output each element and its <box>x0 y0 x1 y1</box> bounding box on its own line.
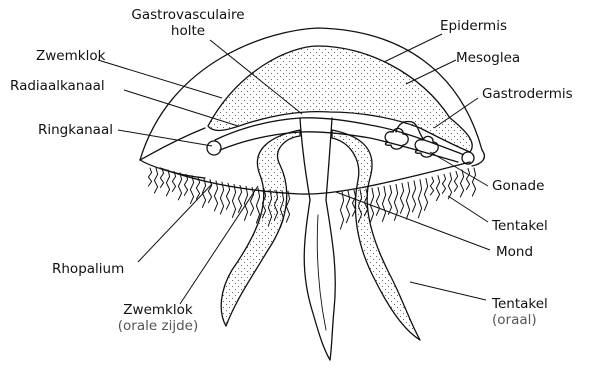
marginal-tentacle <box>448 173 451 199</box>
label-gastrovascular-line2: holte <box>118 23 258 39</box>
marginal-tentacle <box>454 171 457 191</box>
marginal-tentacle <box>190 176 193 204</box>
marginal-tentacle <box>160 169 163 188</box>
leader-ringkanaal <box>118 130 212 146</box>
label-mond: Mond <box>496 244 533 260</box>
label-zwemklok-bottom-sub: (orale zijde) <box>88 318 228 334</box>
marginal-tentacle <box>166 170 169 196</box>
marginal-tentacle <box>340 191 343 229</box>
oral-arm-right <box>332 130 420 340</box>
marginal-tentacle <box>412 181 415 212</box>
marginal-tentacle <box>442 174 445 193</box>
label-zwemklok-bottom-line1: Zwemklok <box>88 302 228 318</box>
leader-tentakel <box>448 196 488 222</box>
marginal-tentacle <box>184 174 187 195</box>
leader-gonade <box>430 152 488 186</box>
marginal-tentacle <box>208 180 211 203</box>
label-tentakel-oraal-sub: (oraal) <box>492 312 548 328</box>
label-mesoglea: Mesoglea <box>456 50 520 66</box>
marginal-tentacle <box>388 185 391 214</box>
marginal-tentacle <box>178 173 181 200</box>
marginal-tentacle <box>220 182 223 214</box>
marginal-tentacle <box>148 168 151 186</box>
marginal-tentacle <box>472 168 475 196</box>
ringkanaal-bulb <box>207 141 221 155</box>
leader-tentakel-oraal <box>410 282 486 300</box>
leader-zwemklok-top <box>98 60 222 98</box>
label-radiaalkanaal: Radiaalkanaal <box>10 78 105 94</box>
marginal-tentacle <box>418 180 421 218</box>
label-zwemklok-bottom: Zwemklok (orale zijde) <box>88 302 228 334</box>
marginal-tentacle <box>424 178 427 210</box>
label-gastrovascular-line1: Gastrovasculaire <box>118 7 258 23</box>
marginal-tentacle <box>346 191 349 223</box>
marginal-tentacle <box>214 181 217 211</box>
label-rhopalium: Rhopalium <box>52 261 124 277</box>
marginal-tentacle <box>436 176 439 201</box>
label-tentakel-oraal: Tentakel (oraal) <box>492 296 548 328</box>
label-epidermis: Epidermis <box>440 18 507 34</box>
marginal-tentacle <box>376 187 379 215</box>
marginal-tentacle <box>226 183 229 209</box>
gonade-right <box>415 136 438 157</box>
marginal-tentacle <box>238 185 241 212</box>
label-tentakel: Tentakel <box>492 218 548 234</box>
marginal-tentacle <box>430 177 433 195</box>
label-ringkanaal: Ringkanaal <box>38 122 113 138</box>
marginal-tentacle <box>232 184 235 217</box>
marginal-tentacle <box>250 187 253 215</box>
marginal-tentacle <box>256 188 259 223</box>
label-gastrovascular: Gastrovasculaire holte <box>118 7 258 39</box>
leader-epidermis <box>384 34 442 62</box>
oral-arm-left <box>221 130 300 326</box>
marginal-tentacle <box>196 177 199 199</box>
marginal-tentacle <box>382 186 385 221</box>
label-gonade: Gonade <box>492 178 544 194</box>
marginal-tentacle <box>172 171 175 191</box>
marginal-tentacle <box>154 168 157 193</box>
marginal-tentacle <box>460 170 463 197</box>
marginal-tentacle <box>466 169 469 190</box>
leader-mesoglea <box>406 60 456 84</box>
marginal-tentacle <box>400 183 403 213</box>
label-gastrodermis: Gastrodermis <box>482 86 573 102</box>
label-zwemklok-top: Zwemklok <box>36 48 105 64</box>
label-tentakel-oraal-line1: Tentakel <box>492 296 548 312</box>
leader-rhopalium <box>138 184 212 262</box>
marginal-tentacle <box>406 182 409 219</box>
